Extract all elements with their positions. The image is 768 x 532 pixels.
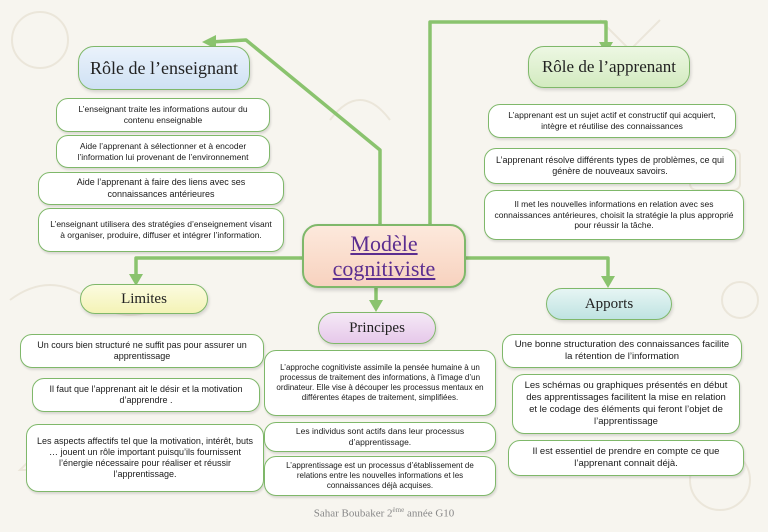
connector-limites: [134, 256, 302, 278]
enseignant-item-4: L’enseignant utilisera des stratégies d’…: [38, 208, 284, 252]
apports-title: Apports: [546, 288, 672, 320]
limites-item-2: Il faut que l’apprenant ait le désir et …: [32, 378, 260, 412]
arrow-enseignant: [202, 35, 216, 49]
enseignant-item-1: L’enseignant traite les informations aut…: [56, 98, 270, 132]
apprenant-item-1: L’apprenant est un sujet actif et constr…: [488, 104, 736, 138]
limites-title: Limites: [80, 284, 208, 314]
arrow-apports: [601, 276, 615, 288]
principes-item-2: Les individus sont actifs dans leur proc…: [264, 422, 496, 452]
center-title-line-1: Modèle: [350, 230, 418, 256]
author-ordinal: ème: [392, 506, 405, 514]
connector-apports: [466, 256, 610, 280]
apports-item-2: Les schémas ou graphiques présentés en d…: [512, 374, 740, 434]
arrow-principes: [369, 300, 383, 312]
apprenant-item-2: L’apprenant résolve différents types de …: [484, 148, 736, 184]
principes-title: Principes: [318, 312, 436, 344]
center-node: Modèle cognitiviste: [302, 224, 466, 288]
enseignant-title: Rôle de l’enseignant: [78, 46, 250, 90]
author-class: année G10: [404, 507, 455, 520]
principes-item-1: L’approche cognitiviste assimile la pens…: [264, 350, 496, 416]
center-title-line-2: cognitiviste: [332, 256, 436, 281]
connector-enseignant: [209, 38, 382, 224]
limites-item-1: Un cours bien structuré ne suffit pas po…: [20, 334, 264, 368]
author-credit: Sahar Boubaker 2ème année G10: [0, 506, 768, 520]
enseignant-item-3: Aide l’apprenant à faire des liens avec …: [38, 172, 284, 205]
apprenant-title: Rôle de l’apprenant: [528, 46, 690, 88]
arrow-limites: [129, 274, 143, 286]
apprenant-item-3: Il met les nouvelles informations en rel…: [484, 190, 744, 240]
connector-apprenant: [428, 20, 608, 224]
principes-item-3: L’apprentissage est un processus d’établ…: [264, 456, 496, 496]
limites-item-3: Les aspects affectifs tel que la motivat…: [26, 424, 264, 492]
apports-item-1: Une bonne structuration des connaissance…: [502, 334, 742, 368]
apports-item-3: Il est essentiel de prendre en compte ce…: [508, 440, 744, 476]
author-name: Sahar Boubaker 2: [313, 507, 393, 520]
enseignant-item-2: Aide l’apprenant à sélectionner et à enc…: [56, 135, 270, 168]
